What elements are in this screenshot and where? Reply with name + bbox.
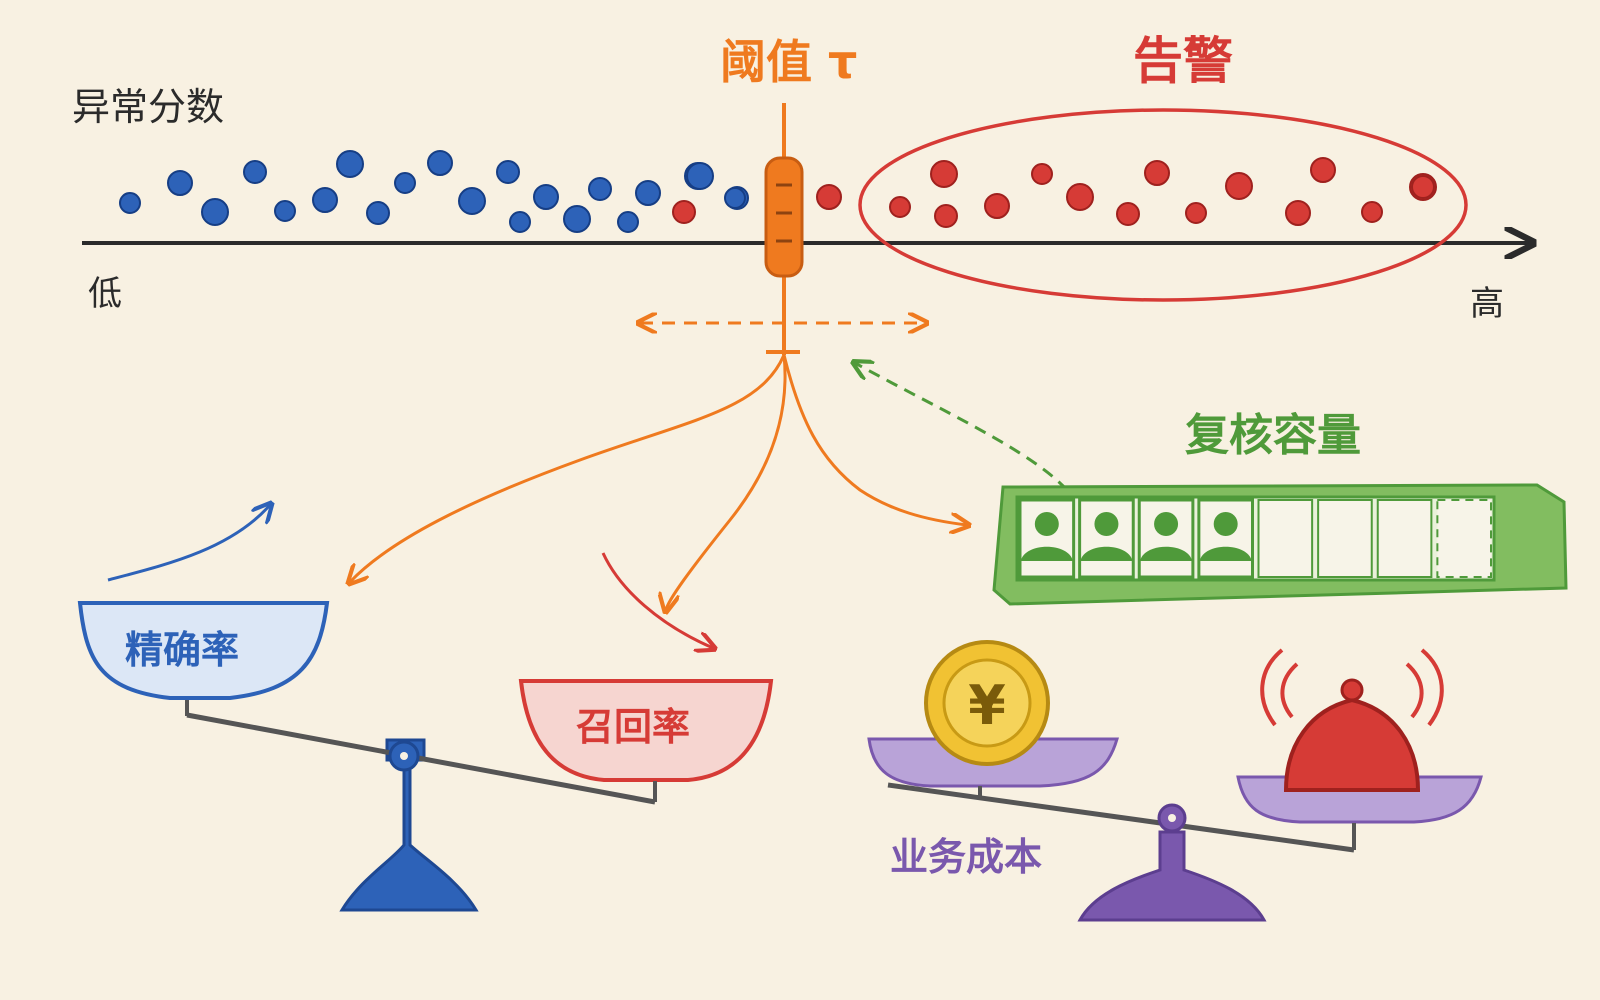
high-label: 高 <box>1470 284 1504 324</box>
alert-region <box>858 108 1468 302</box>
recall-down-arrow <box>601 552 713 648</box>
business-cost-label: 业务成本 <box>890 835 1042 879</box>
person-body-icon <box>1080 546 1133 561</box>
normal-point <box>588 177 612 201</box>
normal-point <box>274 200 296 222</box>
person-body-icon <box>1199 546 1252 561</box>
normal-point <box>686 162 714 190</box>
threshold-slider-icon[interactable] <box>764 156 804 278</box>
normal-point <box>496 160 520 184</box>
normal-point <box>458 187 486 215</box>
threshold-marker[interactable] <box>764 103 804 355</box>
precision-label: 精确率 <box>125 628 239 672</box>
business-cost-scale: ¥ 业务成本 <box>867 640 1483 922</box>
normal-point <box>366 201 390 225</box>
anomaly-point <box>1411 175 1435 199</box>
precision-up-arrow <box>107 505 270 582</box>
person-icon <box>1213 512 1238 536</box>
normal-point <box>617 211 639 233</box>
alert-title: 告警 <box>1133 32 1233 90</box>
anomaly-point <box>930 160 958 188</box>
alarm-bell-icon <box>1260 648 1444 792</box>
normal-point <box>635 180 661 206</box>
coin-icon: ¥ <box>924 640 1050 766</box>
capacity-slot-filled <box>1078 498 1135 579</box>
anomaly-point <box>889 196 911 218</box>
recall-label: 召回率 <box>576 705 690 749</box>
threshold-title: 阈值 τ <box>720 35 857 89</box>
normal-point <box>243 160 267 184</box>
capacity-slot-filled <box>1197 498 1254 579</box>
anomaly-point <box>816 184 842 210</box>
score-points <box>119 150 1437 233</box>
precision-bowl <box>77 601 330 700</box>
person-icon <box>1094 512 1119 536</box>
capacity-slot-empty <box>1257 499 1314 578</box>
person-icon <box>1034 512 1059 536</box>
recall-bowl <box>518 679 774 782</box>
capacity-slot-filled <box>1137 498 1195 579</box>
arrow-to-precision <box>350 354 786 582</box>
capacity-slots <box>1018 498 1492 579</box>
normal-point <box>724 187 746 209</box>
score-axis-title: 异常分数 <box>72 85 224 129</box>
anomaly-point <box>1144 160 1170 186</box>
normal-point <box>427 150 453 176</box>
normal-point <box>394 172 416 194</box>
capacity-slot-empty <box>1376 499 1433 578</box>
coin-symbol: ¥ <box>968 674 1006 737</box>
normal-point <box>119 192 141 214</box>
person-icon <box>1154 512 1179 536</box>
anomaly-point <box>1185 202 1207 224</box>
arrow-to-capacity <box>782 354 967 525</box>
capacity-feedback-arrow <box>855 363 1069 492</box>
normal-point <box>312 187 338 213</box>
cost-scale-base <box>1077 830 1267 922</box>
precision-recall-scale: 精确率 召回率 <box>77 505 774 912</box>
anomaly-point <box>1225 172 1253 200</box>
anomaly-point <box>1116 202 1140 226</box>
anomaly-point <box>984 193 1010 219</box>
capacity-slot-empty <box>1317 499 1373 578</box>
normal-point <box>167 170 193 196</box>
person-body-icon <box>1140 546 1193 561</box>
review-capacity-title: 复核容量 <box>1185 410 1361 461</box>
normal-point <box>533 184 559 210</box>
arrow-to-recall <box>666 354 787 610</box>
capacity-slot-empty <box>1436 499 1492 578</box>
anomaly-point <box>1285 200 1311 226</box>
anomaly-point <box>1031 163 1053 185</box>
anomaly-point <box>1310 157 1336 183</box>
normal-point <box>509 211 531 233</box>
normal-point <box>563 205 591 233</box>
anomaly-point <box>1066 183 1094 211</box>
anomaly-point <box>1361 201 1383 223</box>
normal-point <box>336 150 364 178</box>
person-body-icon <box>1020 546 1073 561</box>
anomaly-point <box>934 204 958 228</box>
anomaly-point <box>672 200 696 224</box>
balance-scale-icon <box>339 738 479 912</box>
low-label: 低 <box>88 274 122 314</box>
capacity-slot-filled <box>1018 498 1076 579</box>
normal-point <box>201 198 229 226</box>
